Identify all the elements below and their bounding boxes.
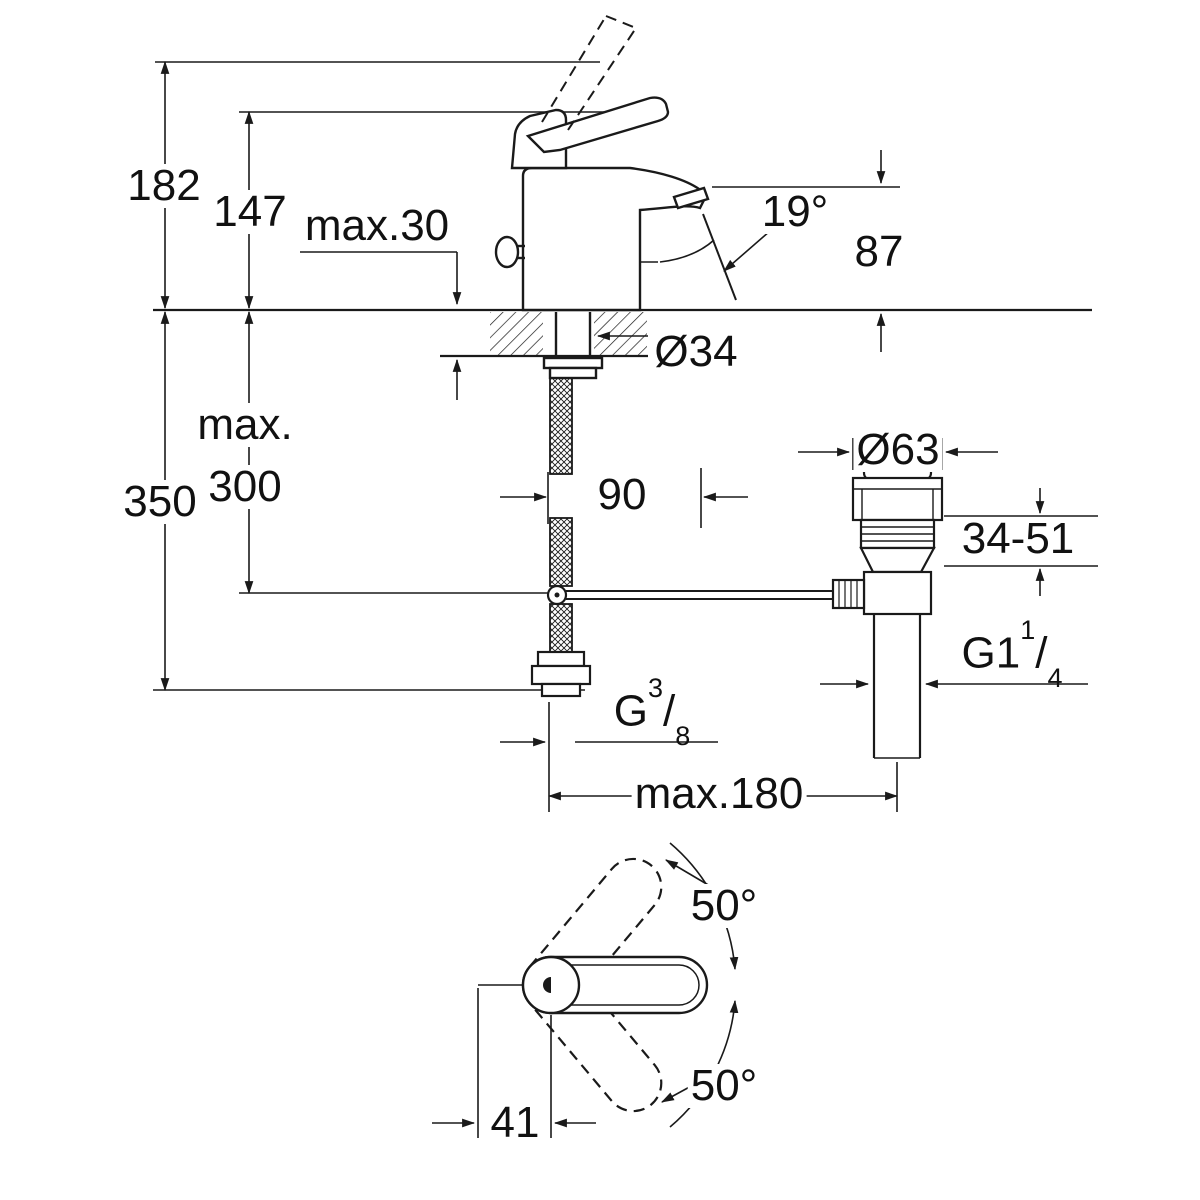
- hose-connector-2: [530, 664, 592, 686]
- supply-thread-base: G: [613, 686, 648, 736]
- rod-coupling-nut: [831, 578, 866, 610]
- pivot-center-mark: [543, 977, 551, 993]
- top-view-handle: [521, 857, 709, 1113]
- dim-clamp-range: 34-51: [958, 517, 1078, 561]
- dim-handle-41: 41: [487, 1101, 543, 1145]
- leader-50-top: [665, 859, 711, 887]
- side-view-faucet: [494, 15, 710, 380]
- dim-overall-height-182: 182: [124, 164, 204, 208]
- mounting-nut-top: [542, 356, 604, 370]
- coupling-knurl: [838, 580, 858, 608]
- supply-thread-numerator: 3: [647, 672, 663, 703]
- deck-hatch-left: [490, 312, 543, 355]
- rod-joint-center: [554, 592, 560, 598]
- dim-spout-angle: 19°: [758, 190, 832, 234]
- dim-supply-thread: G3/8: [610, 674, 694, 750]
- handle-swing-bottom-dashed: [528, 966, 663, 1113]
- handle-swing-top-dashed: [528, 857, 663, 1004]
- hose-connector-1: [536, 650, 586, 668]
- mounting-nut-bottom: [548, 366, 598, 380]
- hose-segment-1: [549, 377, 573, 475]
- hose-segment-3: [549, 603, 573, 653]
- faucet-body: [521, 166, 708, 312]
- hose-connector-3: [540, 682, 582, 698]
- dim-spout-height-87: 87: [851, 230, 907, 274]
- dim-rod-max-180: max.180: [631, 772, 807, 816]
- waste-flange: [851, 476, 944, 522]
- lever-raised-dashed: [541, 15, 637, 131]
- popup-knob: [494, 235, 520, 269]
- handle-lever: [525, 96, 670, 154]
- dim-hose-max-value: 300: [205, 465, 285, 509]
- drain-thread-base: G1: [961, 628, 1021, 678]
- supply-hose: [530, 377, 836, 698]
- waste-taper: [859, 546, 936, 574]
- mounting-deck: [153, 308, 1092, 358]
- drain-thread-numerator: 1: [1020, 614, 1036, 645]
- dim-spout-reach-90: 90: [594, 473, 650, 517]
- supply-thread-slash: /: [663, 686, 676, 736]
- deck-hatch-right: [594, 312, 647, 355]
- dimension-lines: [153, 60, 1098, 1138]
- hose-segment-2: [549, 517, 573, 587]
- dim-hose-max-word: max.: [194, 403, 296, 447]
- leader-19deg: [723, 230, 771, 272]
- supply-thread-denominator: 8: [675, 721, 691, 752]
- dim-total-height-350: 350: [120, 480, 200, 524]
- aerator: [672, 186, 710, 210]
- stream-line: [702, 213, 737, 301]
- dim-swing-angle-bottom: 50°: [687, 1064, 761, 1108]
- dim-max-deck-thickness: max.30: [301, 204, 453, 248]
- angle-arc: [659, 239, 715, 263]
- dim-swing-angle-top: 50°: [687, 884, 761, 928]
- pop-up-waste: [831, 462, 944, 759]
- dim-height-147: 147: [210, 190, 290, 234]
- drain-thread-denominator: 4: [1047, 663, 1063, 694]
- dim-waste-diameter: Ø63: [853, 428, 943, 472]
- dim-hole-diameter: Ø34: [651, 330, 741, 374]
- dim-drain-thread: G11/4: [958, 616, 1066, 692]
- waste-tee-body: [862, 570, 933, 616]
- drain-thread-slash: /: [1035, 628, 1048, 678]
